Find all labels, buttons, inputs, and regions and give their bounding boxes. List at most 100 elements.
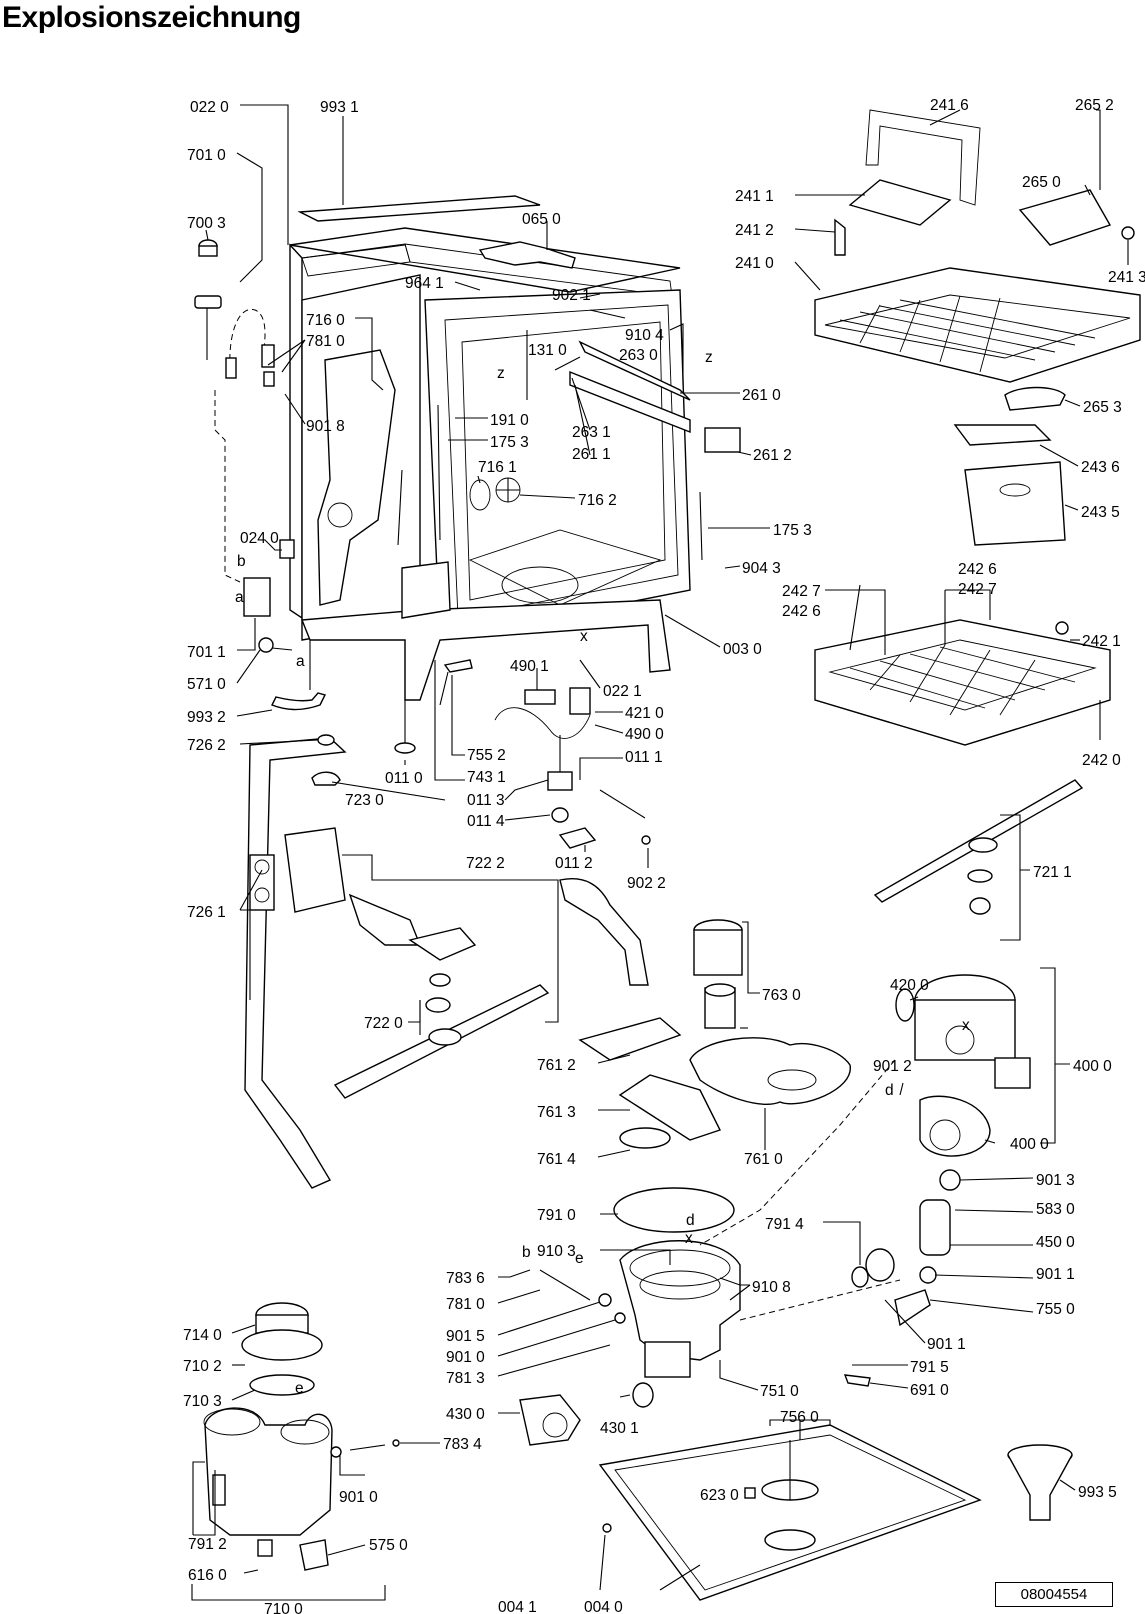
part-label: 743 1: [467, 769, 506, 786]
part-label: 011 4: [467, 813, 505, 830]
part-label: 004 1: [498, 1599, 537, 1614]
part-label: 261 0: [742, 387, 781, 404]
part-label: 791 0: [537, 1207, 576, 1224]
part-label: 902 1: [552, 287, 591, 304]
part-label: 065 0: [522, 211, 561, 228]
part-label: 241 1: [735, 188, 774, 205]
part-label: 710 3: [183, 1393, 222, 1410]
part-label: 263 0: [619, 347, 658, 364]
part-label: 191 0: [490, 412, 529, 429]
marker-x: x: [580, 628, 588, 645]
marker-d: d: [686, 1212, 695, 1229]
part-label: 726 2: [187, 737, 226, 754]
part-label: 726 1: [187, 904, 226, 921]
part-label: 583 0: [1036, 1201, 1075, 1218]
part-label: 716 1: [478, 459, 517, 476]
part-label: 993 2: [187, 709, 226, 726]
part-label: 131 0: [528, 342, 567, 359]
marker-x: x: [962, 1017, 970, 1034]
part-label: 421 0: [625, 705, 664, 722]
part-label: 901 0: [339, 1489, 378, 1506]
part-label: 420 0: [890, 977, 929, 994]
part-labels: 022 0 993 1 701 0 700 3 065 0 964 1 902 …: [183, 97, 1145, 1614]
part-label: 616 0: [188, 1567, 227, 1584]
part-label: 400 0: [1073, 1058, 1112, 1075]
part-label: 265 0: [1022, 174, 1061, 191]
part-label: 011 1: [625, 749, 663, 766]
part-label: 781 3: [446, 1370, 485, 1387]
marker-letters: b a a z z x x x d d b e e: [235, 349, 970, 1397]
part-label: 714 0: [183, 1327, 222, 1344]
part-label: 691 0: [910, 1382, 949, 1399]
part-label: 022 0: [190, 99, 229, 116]
part-label: 400 0: [1010, 1136, 1049, 1153]
part-label: 242 1: [1082, 633, 1121, 650]
part-label: 261 2: [753, 447, 792, 464]
water-distributor-pipe: [244, 734, 347, 1189]
marker-e: e: [295, 1380, 304, 1397]
part-label: 993 1: [320, 99, 359, 116]
part-label: 723 0: [345, 792, 384, 809]
part-label: 901 8: [306, 418, 345, 435]
part-label: 761 3: [537, 1104, 576, 1121]
part-label: 791 5: [910, 1359, 949, 1376]
leader-lines: [191, 104, 1129, 1601]
part-label: 761 4: [537, 1151, 576, 1168]
water-softener: [203, 1302, 400, 1571]
page-title: Explosionszeichnung: [2, 1, 301, 34]
upper-basket: [814, 109, 1141, 546]
part-label: 450 0: [1036, 1234, 1075, 1251]
part-label: 571 0: [187, 676, 226, 693]
part-label: 710 2: [183, 1358, 222, 1375]
marker-a: a: [235, 589, 244, 606]
marker-z: z: [705, 349, 713, 366]
part-label: 993 5: [1078, 1484, 1117, 1501]
part-label: 242 0: [1082, 752, 1121, 769]
part-label: 910 3: [537, 1243, 576, 1260]
salt-funnel: [1007, 1444, 1073, 1521]
part-label: 781 0: [306, 333, 345, 350]
part-label: 175 3: [773, 522, 812, 539]
part-label: 243 5: [1081, 504, 1120, 521]
part-label: 791 2: [188, 1536, 227, 1553]
part-label: 430 1: [600, 1420, 639, 1437]
marker-b: b: [522, 1244, 531, 1261]
part-label: 901 1: [927, 1336, 966, 1353]
part-label: 490 0: [625, 726, 664, 743]
part-label: 910 8: [752, 1279, 791, 1296]
part-label: 763 0: [762, 987, 801, 1004]
part-label: 722 0: [364, 1015, 403, 1032]
part-label: 022 1: [603, 683, 642, 700]
part-label: 243 6: [1081, 459, 1120, 476]
part-label: 761 0: [744, 1151, 783, 1168]
sump-filter-parts: [519, 878, 851, 1446]
part-label: 265 3: [1083, 399, 1122, 416]
part-label: 781 0: [446, 1296, 485, 1313]
marker-e: e: [575, 1250, 584, 1267]
part-label: 716 2: [578, 492, 617, 509]
inlet-hose-parts: [194, 239, 473, 754]
part-label: 761 2: [537, 1057, 576, 1074]
part-label: 901 5: [446, 1328, 485, 1345]
part-label: 011 2: [555, 855, 593, 872]
part-label: 575 0: [369, 1537, 408, 1554]
part-label: 710 0: [264, 1601, 303, 1614]
part-label: 783 6: [446, 1270, 485, 1287]
foot-parts: [494, 687, 651, 849]
marker-x: x: [685, 1230, 693, 1247]
part-label: 910 4: [625, 327, 664, 344]
part-label: 175 3: [490, 434, 529, 451]
part-label: 700 3: [187, 215, 226, 232]
part-label: 241 3: [1108, 269, 1145, 286]
part-label: 263 1: [572, 424, 611, 441]
part-label: 242 7: [782, 583, 821, 600]
part-label: 964 1: [405, 275, 444, 292]
lower-basket: [814, 619, 1111, 915]
marker-z: z: [497, 365, 505, 382]
part-label: 265 2: [1075, 97, 1114, 114]
part-label: 261 1: [572, 446, 611, 463]
part-label: 701 0: [187, 147, 226, 164]
part-label: 716 0: [306, 312, 345, 329]
part-label: 241 6: [930, 97, 969, 114]
